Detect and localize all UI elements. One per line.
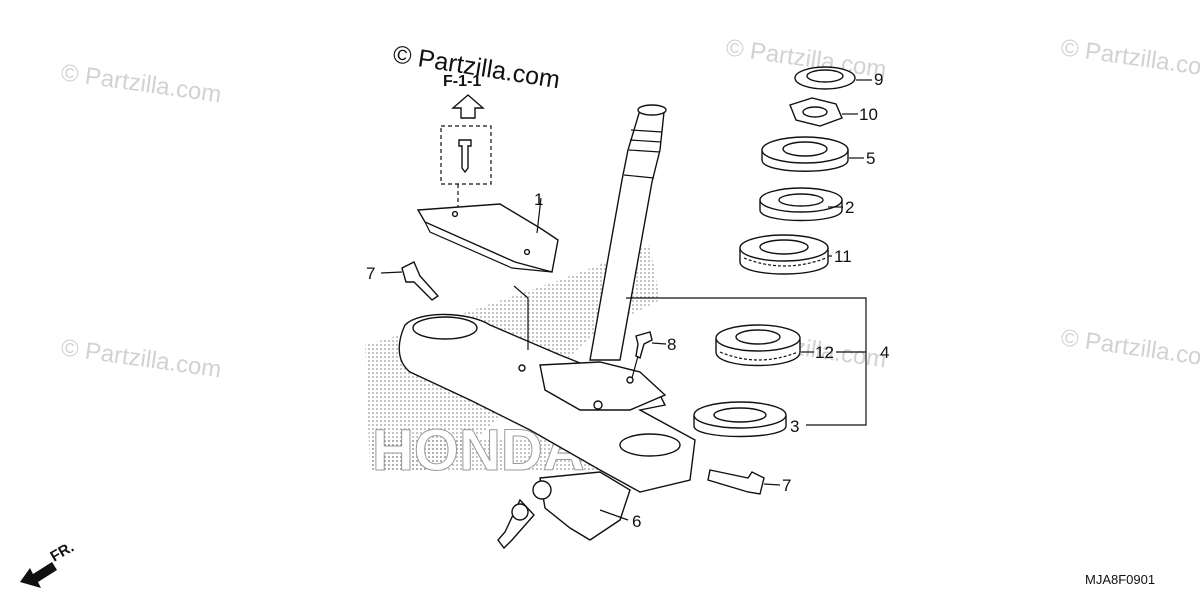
part-2-dust-seal xyxy=(759,187,843,222)
part-3-lower-dust-seal xyxy=(693,401,787,438)
callout-11[interactable]: 11 xyxy=(834,247,852,266)
reference-label[interactable]: F-1-1 xyxy=(443,73,481,90)
part-7-bolt-lower xyxy=(707,469,781,495)
front-label: FR. xyxy=(48,539,77,566)
callout-4[interactable]: 4 xyxy=(880,343,889,362)
part-10-lock-washer xyxy=(789,97,858,127)
callout-7-lower[interactable]: 7 xyxy=(782,476,791,495)
part-4-bracket xyxy=(626,297,867,426)
direction-arrow-icon xyxy=(20,562,57,588)
callout-8[interactable]: 8 xyxy=(667,335,676,354)
callout-2[interactable]: 2 xyxy=(845,198,854,217)
steering-stem-shaft xyxy=(589,104,667,361)
part-12-lower-bearing xyxy=(715,324,801,367)
callout-1[interactable]: 1 xyxy=(534,190,543,209)
bottom-bridge xyxy=(398,313,696,493)
part-1-plate xyxy=(416,197,559,273)
callout-7-upper[interactable]: 7 xyxy=(366,264,375,283)
bolt-icon xyxy=(458,139,472,174)
dashed-bolt-box xyxy=(440,125,492,210)
callout-10[interactable]: 10 xyxy=(859,105,878,124)
watermark-mid-right: © Partzilla.com xyxy=(1059,324,1200,373)
part-8-screw xyxy=(631,331,667,379)
part-5-adjusting-nut xyxy=(761,136,864,172)
watermark-mid-left: © Partzilla.com xyxy=(59,334,223,383)
callout-12[interactable]: 12 xyxy=(815,343,834,362)
plate-leader-line xyxy=(513,285,529,299)
watermark-top-right: © Partzilla.com xyxy=(1059,34,1200,83)
watermark-top-left: © Partzilla.com xyxy=(59,59,223,108)
callout-5[interactable]: 5 xyxy=(866,149,875,168)
part-7-bolt-upper xyxy=(380,261,440,301)
diagram-code: MJA8F0901 xyxy=(1085,572,1155,587)
callout-9[interactable]: 9 xyxy=(874,70,883,89)
part-9-lock-nut xyxy=(794,66,872,90)
front-direction-indicator: FR. xyxy=(20,539,77,588)
part-6-steering-lock xyxy=(497,471,631,550)
callout-3[interactable]: 3 xyxy=(790,417,799,436)
callout-6[interactable]: 6 xyxy=(632,512,641,531)
up-arrow-icon xyxy=(451,94,485,119)
reference-arrow-f-1-1[interactable]: F-1-1 xyxy=(443,73,485,119)
part-11-upper-bearing xyxy=(739,234,832,275)
